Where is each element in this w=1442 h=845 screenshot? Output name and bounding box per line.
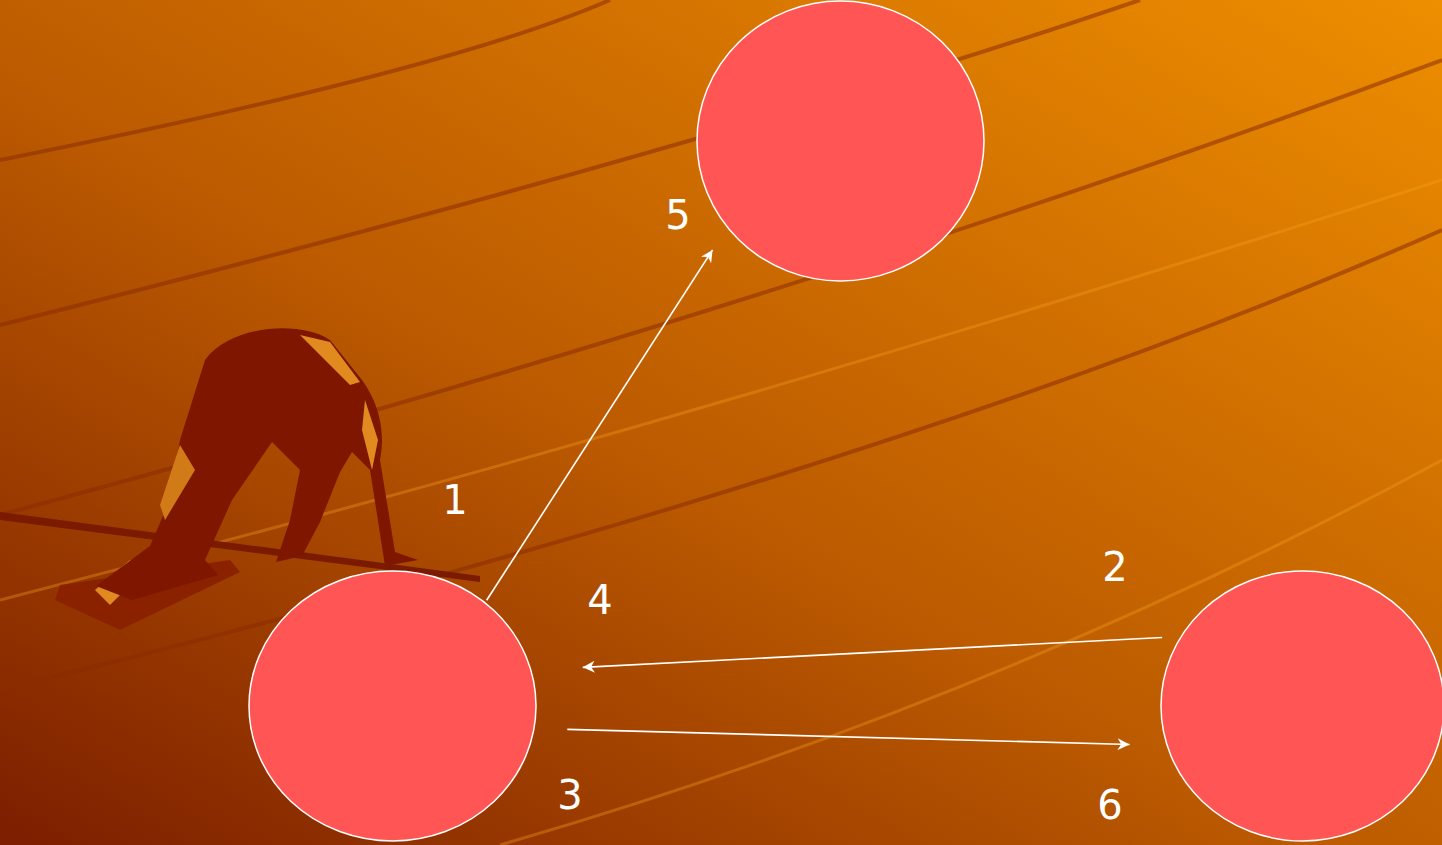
- track-lines: [0, 0, 1442, 690]
- arrow-connector: [487, 250, 713, 600]
- callout-number: 4: [587, 580, 612, 620]
- callout-number: 5: [665, 195, 690, 235]
- circle-shape: [248, 570, 537, 842]
- circle-node: 5: [696, 0, 985, 282]
- circle-node: 26: [1160, 570, 1442, 842]
- callout-number: 6: [1097, 785, 1122, 825]
- callout-number: 3: [557, 775, 582, 815]
- callout-number: 1: [442, 480, 467, 520]
- circle-outline: [697, 1, 984, 281]
- circle-outline: [249, 571, 536, 841]
- circle-node: 143: [248, 570, 537, 842]
- arrow-connector: [567, 729, 1129, 744]
- callout-number: 2: [1102, 547, 1127, 587]
- arrow-connector: [583, 637, 1162, 667]
- circle-outline: [1161, 571, 1442, 841]
- circle-shape: [696, 0, 985, 282]
- circle-shape: [1160, 570, 1442, 842]
